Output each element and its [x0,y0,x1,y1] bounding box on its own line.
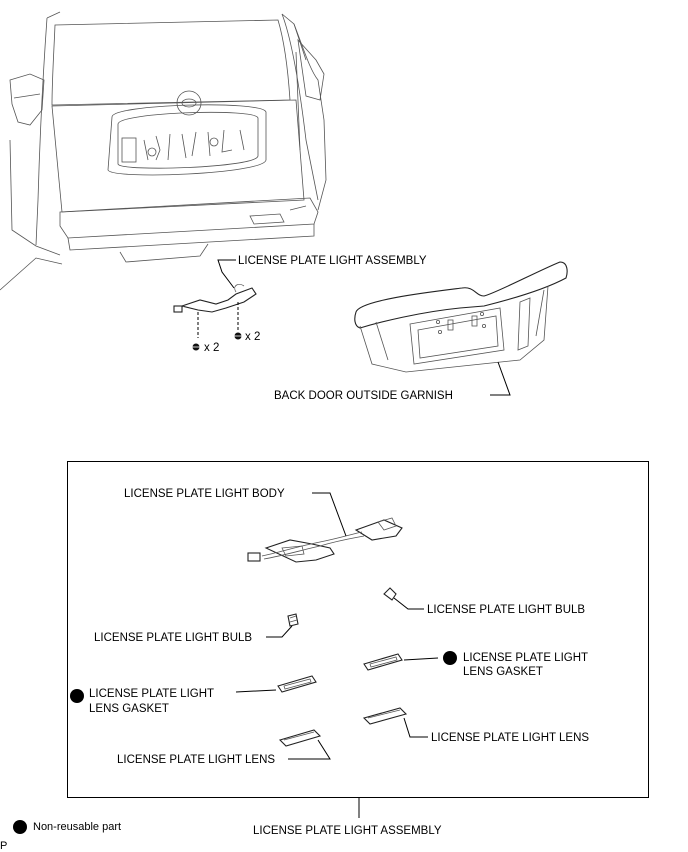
light-body-label: LICENSE PLATE LIGHT BODY [124,488,285,500]
garnish-label: BACK DOOR OUTSIDE GARNISH [274,390,453,402]
assembly-bottom-label: LICENSE PLATE LIGHT ASSEMBLY [253,825,442,837]
detail-box [67,461,649,798]
lens-right-label: LICENSE PLATE LIGHT LENS [431,732,589,744]
lens-gasket-left [277,675,317,693]
lens-left-label: LICENSE PLATE LIGHT LENS [117,754,275,766]
non-reusable-marker-right [443,651,457,665]
bulb-left-label: LICENSE PLATE LIGHT BULB [94,632,252,644]
gasket-right-label-line2: LENS GASKET [463,666,543,678]
gasket-left-label-line2: LENS GASKET [89,703,169,715]
lens-left [278,729,322,747]
bulb-right [383,587,397,601]
lens-gasket-right [363,653,403,671]
screw-qty-right-label: x 2 [245,331,260,343]
assembly-top-label: LICENSE PLATE LIGHT ASSEMBLY [238,255,427,267]
screw-qty-left-label: x 2 [204,342,219,354]
bulb-right-label: LICENSE PLATE LIGHT BULB [427,604,585,616]
screw-left [191,343,201,351]
lens-right [362,707,408,725]
license-plate-light-body [247,517,403,563]
gasket-left-label-line1: LICENSE PLATE LIGHT [89,688,214,700]
legend-text: Non-reusable part [33,821,121,833]
back-door-outside-garnish [354,261,568,373]
license-plate-light-assembly-top [173,259,257,338]
vehicle-rear-illustration [0,11,327,291]
gasket-right-label-line1: LICENSE PLATE LIGHT [463,652,588,664]
bulb-left [287,613,299,627]
screw-right [233,332,243,340]
corner-mark: P [0,840,7,852]
non-reusable-marker-left [70,689,84,703]
legend-non-reusable-icon [13,820,27,834]
